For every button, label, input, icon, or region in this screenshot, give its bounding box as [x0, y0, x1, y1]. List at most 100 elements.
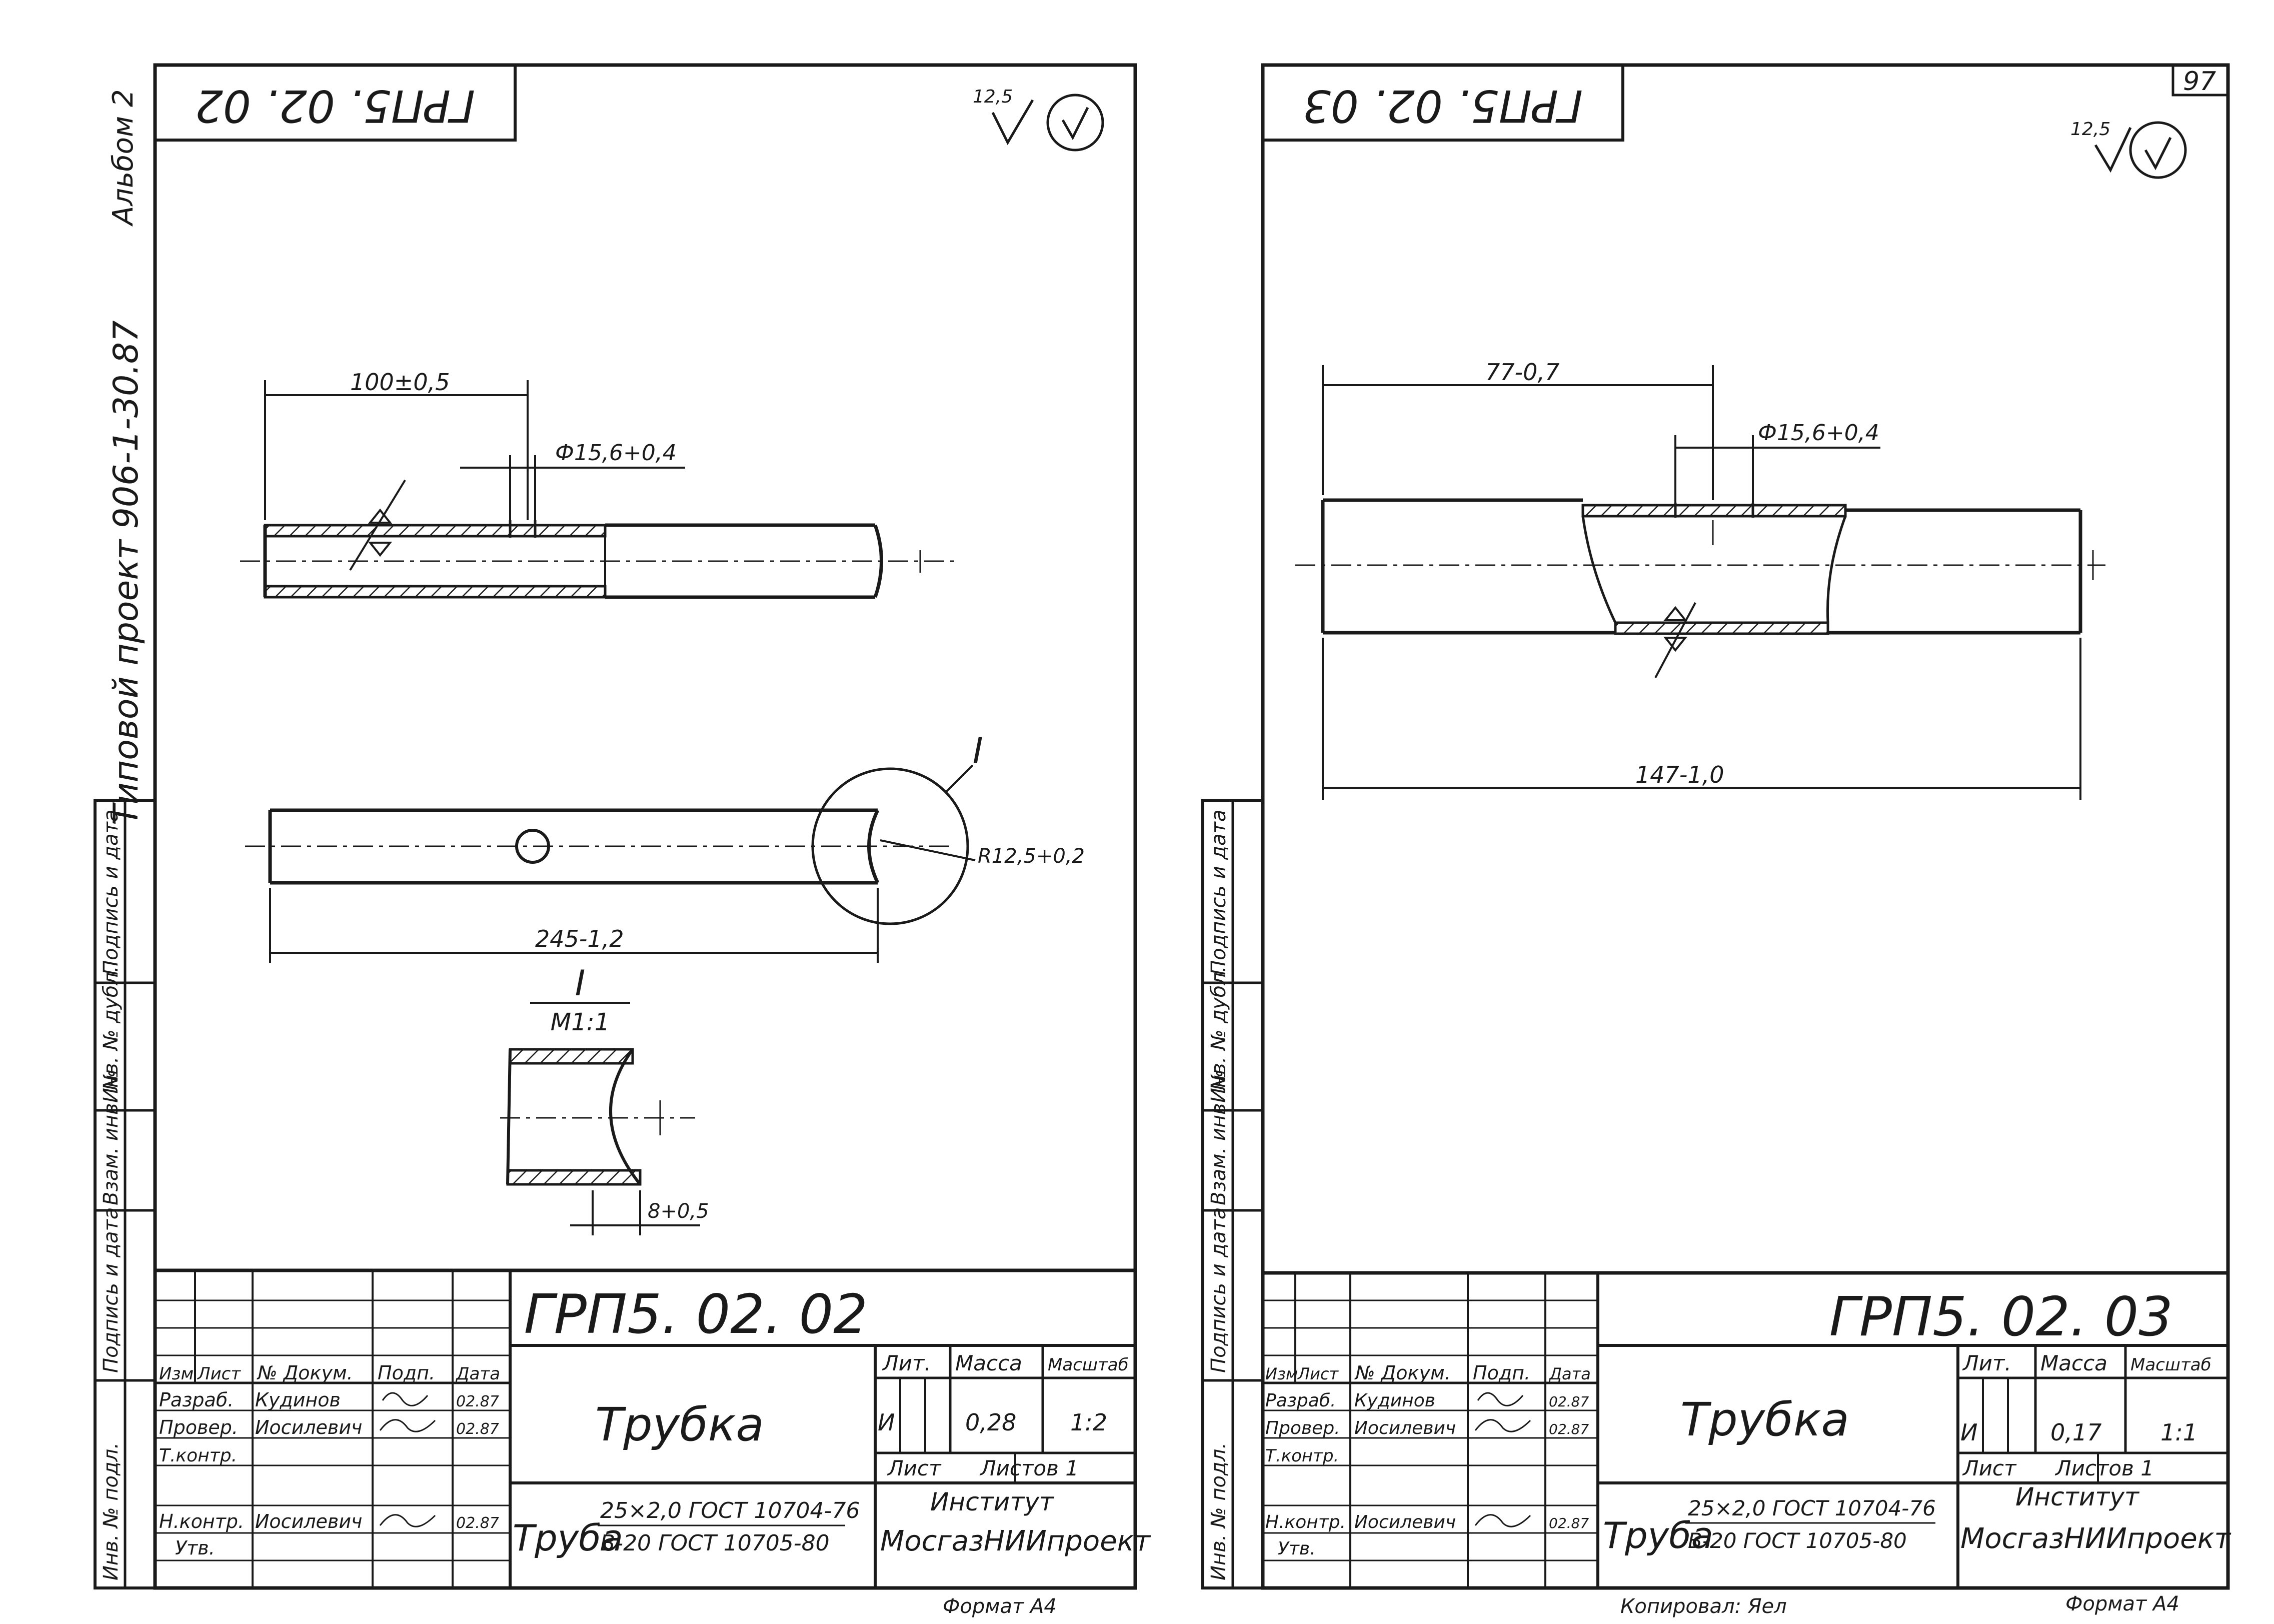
- side-label-1: Подпись и дата: [100, 810, 123, 975]
- svg-text:И: И: [1960, 1419, 1977, 1446]
- svg-text:Разраб.: Разраб.: [1265, 1390, 1336, 1411]
- svg-text:Лист: Лист: [1297, 1364, 1339, 1383]
- signature-6: [1474, 1514, 1531, 1527]
- page-number: 97: [2183, 67, 2216, 97]
- svg-text:В-20 ГОСТ 10705-80: В-20 ГОСТ 10705-80: [600, 1530, 830, 1556]
- side2-label-5: Инв. № подл.: [1207, 1442, 1230, 1580]
- svg-text:№ Докум.: № Докум.: [1354, 1362, 1451, 1384]
- svg-text:МосгазНИИпроект: МосгазНИИпроект: [880, 1525, 1151, 1557]
- svg-text:Институт: Институт: [2015, 1482, 2140, 1511]
- side2-label-2: Инв. № дубл.: [1207, 966, 1230, 1103]
- svg-text:Институт: Институт: [930, 1487, 1055, 1516]
- svg-text:Утв.: Утв.: [175, 1537, 215, 1559]
- svg-text:Лит.: Лит.: [882, 1351, 931, 1375]
- svg-text:Н.контр.: Н.контр.: [1265, 1512, 1346, 1532]
- svg-text:12,5: 12,5: [973, 87, 1013, 107]
- svg-text:Подп.: Подп.: [378, 1362, 435, 1384]
- svg-text:8+0,5: 8+0,5: [648, 1200, 709, 1223]
- svg-text:Лит.: Лит.: [1962, 1351, 2011, 1375]
- svg-text:№ Докум.: № Докум.: [257, 1362, 353, 1384]
- svg-text:Формат А4: Формат А4: [2065, 1592, 2179, 1615]
- svg-text:100±0,5: 100±0,5: [350, 369, 450, 396]
- side-label-3: Взам. инв. №: [100, 1069, 123, 1205]
- svg-text:Иосилевич: Иосилевич: [255, 1510, 362, 1532]
- svg-text:Лист: Лист: [197, 1364, 241, 1384]
- svg-text:Масса: Масса: [2040, 1351, 2107, 1375]
- svg-text:Изм: Изм: [1265, 1364, 1298, 1383]
- side-label-5: Инв. № подл.: [100, 1442, 123, 1580]
- svg-text:Ф15,6+0,4: Ф15,6+0,4: [555, 440, 677, 466]
- svg-text:Листов 1: Листов 1: [979, 1456, 1079, 1480]
- sheet-1-code-rotated: ГРП5. 02. 02: [195, 80, 475, 132]
- side-label-2: Инв. № дубл.: [100, 966, 123, 1103]
- svg-text:Провер.: Провер.: [1265, 1418, 1340, 1438]
- svg-text:12,5: 12,5: [2070, 119, 2110, 140]
- svg-text:Т.контр.: Т.контр.: [159, 1445, 237, 1466]
- svg-text:Иосилевич: Иосилевич: [255, 1416, 362, 1438]
- svg-text:147-1,0: 147-1,0: [1635, 761, 1724, 788]
- sheet-1-title-block: Изм Лист № Докум. Подп. Дата Разраб. Куд…: [153, 1268, 1151, 1618]
- sheet-2-pipe: [1295, 498, 2105, 678]
- svg-text:Изм: Изм: [159, 1364, 194, 1384]
- svg-text:Листов 1: Листов 1: [2054, 1456, 2154, 1480]
- sheet-1-pipe-section: [240, 479, 960, 599]
- sheet-2-dim-77: 77-0,7: [1322, 359, 1714, 500]
- svg-text:25×2,0 ГОСТ 10704-76: 25×2,0 ГОСТ 10704-76: [600, 1498, 860, 1523]
- sheet-2-title-block: Изм Лист № Докум. Подп. Дата Разраб. Куд…: [1261, 1271, 2231, 1618]
- svg-text:I: I: [973, 730, 983, 771]
- signature-3: [379, 1514, 436, 1527]
- svg-text:0,28: 0,28: [965, 1409, 1016, 1436]
- svg-text:Формат А4: Формат А4: [943, 1595, 1057, 1618]
- svg-text:Дата: Дата: [1548, 1364, 1591, 1383]
- side2-label-4: Подпись и дата: [1207, 1207, 1230, 1373]
- svg-text:Дата: Дата: [455, 1364, 500, 1384]
- sheet-1-code-box: [154, 64, 517, 142]
- svg-text:Кудинов: Кудинов: [1354, 1390, 1435, 1411]
- signature-4: [1477, 1392, 1524, 1406]
- svg-text:Труба: Труба: [1603, 1514, 1713, 1556]
- sheet-1-dim-245: 245-1,2: [269, 888, 879, 963]
- sheet-1-detail-view: I М1:1 8+0,5: [500, 963, 709, 1235]
- svg-text:I: I: [575, 963, 586, 1004]
- sheet-1: ГРП5. 02. 02 12,5: [153, 63, 1151, 1618]
- svg-text:В-20 ГОСТ 10705-80: В-20 ГОСТ 10705-80: [1688, 1528, 1907, 1553]
- signature-5: [1474, 1419, 1531, 1432]
- side-label-4: Подпись и дата: [100, 1207, 123, 1373]
- svg-text:25×2,0 ГОСТ 10704-76: 25×2,0 ГОСТ 10704-76: [1688, 1496, 1936, 1520]
- svg-text:Лист: Лист: [887, 1456, 942, 1480]
- sheet-2-roughness-mark: 12,5: [2070, 119, 2187, 179]
- left-margin: Альбом 2 Типовой проект 906-1-30.87 Подп…: [94, 89, 157, 1589]
- svg-text:1:1: 1:1: [2160, 1419, 2197, 1446]
- sheet-1-title: Трубка: [595, 1398, 764, 1451]
- svg-text:02.87: 02.87: [1549, 1393, 1589, 1410]
- sheet-2-dim-diameter: Ф15,6+0,4: [1674, 420, 1880, 503]
- svg-text:Труба: Труба: [513, 1517, 623, 1559]
- sheet-2-code-box: [1261, 64, 1624, 142]
- svg-text:Масса: Масса: [955, 1351, 1022, 1375]
- side2-label-1: Подпись и дата: [1207, 810, 1230, 975]
- svg-text:77-0,7: 77-0,7: [1485, 359, 1559, 386]
- svg-text:Копировал: Яел: Копировал: Яел: [1620, 1595, 1787, 1618]
- album-label: Альбом 2: [107, 89, 140, 227]
- svg-text:02.87: 02.87: [456, 1393, 499, 1410]
- svg-text:М1:1: М1:1: [551, 1008, 610, 1036]
- svg-text:02.87: 02.87: [456, 1420, 499, 1438]
- sheet-2-title: Трубка: [1680, 1393, 1849, 1446]
- sheet-1-dim-diameter: Ф15,6+0,4: [460, 440, 685, 520]
- sheet-1-roughness-mark: 12,5: [973, 87, 1104, 152]
- svg-text:Кудинов: Кудинов: [255, 1389, 341, 1411]
- svg-text:Утв.: Утв.: [1278, 1538, 1316, 1559]
- svg-text:Лист: Лист: [1962, 1456, 2017, 1480]
- svg-text:Иосилевич: Иосилевич: [1354, 1512, 1456, 1532]
- svg-text:Ф15,6+0,4: Ф15,6+0,4: [1758, 420, 1879, 446]
- svg-text:02.87: 02.87: [1549, 1421, 1589, 1437]
- svg-text:Масштаб: Масштаб: [1048, 1355, 1129, 1375]
- svg-text:02.87: 02.87: [1549, 1515, 1589, 1531]
- svg-text:И: И: [878, 1409, 895, 1436]
- svg-text:Иосилевич: Иосилевич: [1354, 1418, 1456, 1438]
- svg-text:Подп.: Подп.: [1473, 1362, 1530, 1384]
- svg-text:245-1,2: 245-1,2: [535, 925, 624, 952]
- sheet-1-code: ГРП5. 02. 02: [524, 1283, 868, 1346]
- svg-text:МосгазНИИпроект: МосгазНИИпроект: [1960, 1522, 2231, 1555]
- sheet-2-code-rotated: ГРП5. 02. 03: [1303, 80, 1583, 132]
